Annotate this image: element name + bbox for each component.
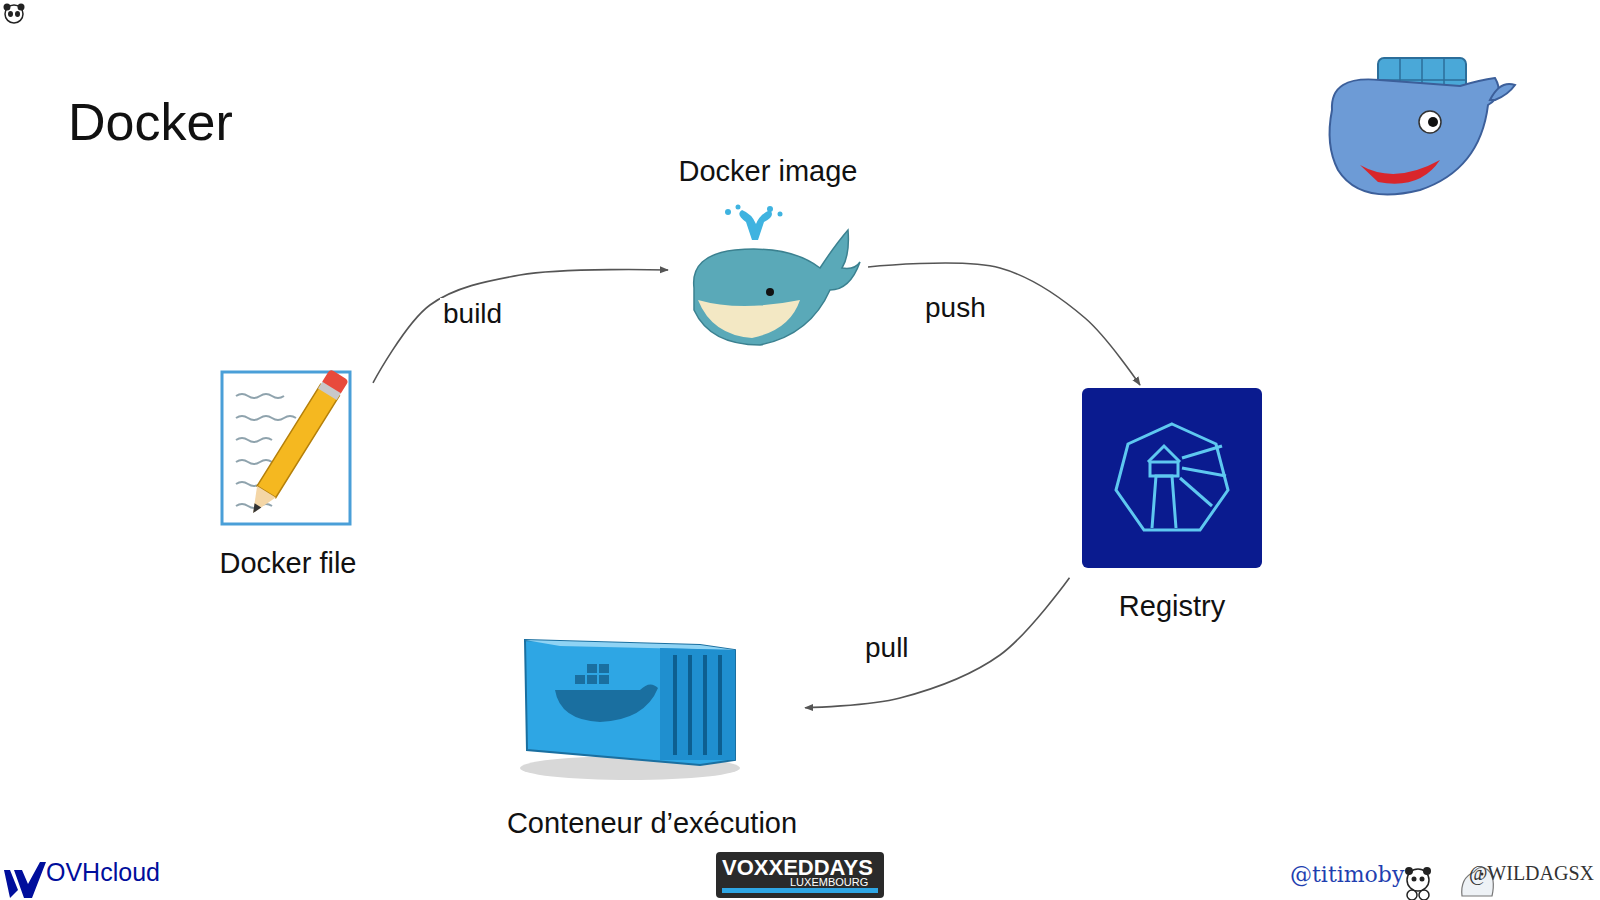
speaker-handle: @titimoby <box>1290 862 1404 887</box>
image-node: Docker image <box>668 155 868 355</box>
edge-label: build <box>440 298 505 330</box>
dockerfile-node: Docker file <box>203 368 373 580</box>
panda-icon <box>4 4 25 24</box>
registry-node: Registry <box>1070 385 1275 623</box>
whale-icon <box>694 205 860 346</box>
slide-title: Docker <box>68 92 233 152</box>
node-label: Conteneur d’exécution <box>507 807 797 840</box>
brand-name: OVHcloud <box>46 858 160 887</box>
node-label: Docker file <box>220 547 357 580</box>
edge-label: push <box>922 292 989 324</box>
container-icon <box>520 640 740 780</box>
registry-icon <box>1082 388 1262 568</box>
event-city: LUXEMBOURG <box>790 876 868 888</box>
flow-arrow <box>373 270 668 383</box>
voxxed-days-badge <box>716 852 884 898</box>
flow-arrow <box>805 578 1069 708</box>
edge-label: pull <box>862 632 912 664</box>
flow-arrow <box>868 263 1140 385</box>
docker-whale-logo <box>1330 58 1515 195</box>
panda-sketch <box>1405 867 1431 900</box>
node-label: Registry <box>1119 590 1225 623</box>
speaker-handle: @WILDAGSX <box>1469 862 1594 885</box>
container-node: Conteneur d’exécution <box>499 630 805 840</box>
node-label: Docker image <box>679 155 858 188</box>
ovh-logo-mark <box>4 862 46 898</box>
dockerfile-icon <box>222 369 350 524</box>
